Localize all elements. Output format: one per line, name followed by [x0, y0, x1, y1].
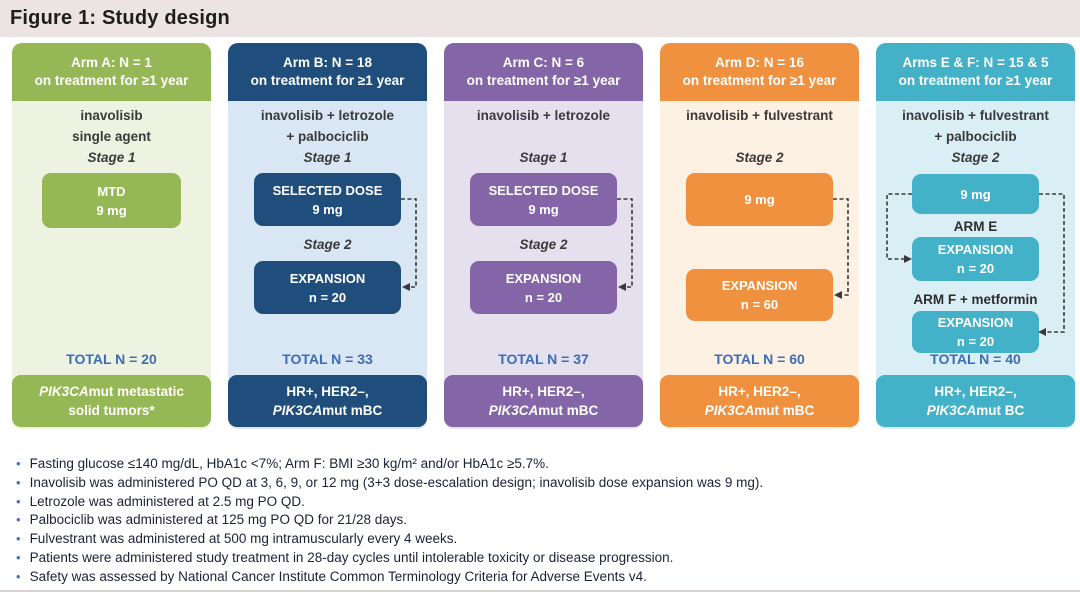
footnote-item: • Safety was assessed by National Cancer… [16, 568, 1066, 587]
arm-d-regimen: inavolisib + fulvestrant [686, 108, 833, 123]
arms-ef-population-footer: HR+, HER2–, PIK3CAmut BC [876, 375, 1075, 427]
arm-e-label: ARM E [953, 219, 998, 234]
arm-c-regimen: inavolisib + letrozole [476, 108, 611, 123]
arm-b-stage2-label: Stage 2 [303, 237, 352, 252]
arm-c-header: Arm C: N = 6 on treatment for ≥1 year [444, 43, 643, 101]
bullet-icon: • [16, 531, 21, 547]
arm-b-total: TOTAL N = 33 [282, 351, 373, 367]
arm-a-header-line1: Arm A: N = 1 [71, 55, 152, 70]
arm-f-expansion-box: EXPANSION n = 20 [912, 311, 1039, 353]
arms-ef-total: TOTAL N = 40 [930, 351, 1021, 367]
bullet-icon: • [16, 456, 21, 471]
arm-b-selected-dose-box: SELECTED DOSE 9 mg [254, 173, 401, 226]
arm-e-expansion-box: EXPANSION n = 20 [912, 237, 1039, 281]
arm-a-header: Arm A: N = 1 on treatment for ≥1 year [12, 43, 211, 101]
arms-ef-header: Arms E & F: N = 15 & 5 on treatment for … [876, 43, 1075, 101]
arms-ef-stage2-label: Stage 2 [951, 150, 1000, 165]
arm-b-regimen: inavolisib + letrozole + palbociclib [260, 108, 395, 144]
arm-b-header-line1: Arm B: N = 18 [283, 55, 372, 70]
arm-c-expansion-box: EXPANSION n = 20 [470, 261, 617, 314]
arm-a-regimen: inavolisib single agent [72, 108, 151, 144]
arm-d-dose-box: 9 mg [686, 173, 833, 226]
arm-d-header: Arm D: N = 16 on treatment for ≥1 year [660, 43, 859, 101]
arm-c-stage2-label: Stage 2 [519, 237, 568, 252]
arm-a-mtd-box: MTD 9 mg [42, 173, 181, 228]
arm-c-total: TOTAL N = 37 [498, 351, 589, 367]
arms-ef-column: Arms E & F: N = 15 & 5 on treatment for … [876, 43, 1075, 429]
arm-b-header-line2: on treatment for ≥1 year [250, 73, 405, 88]
arm-b-column: Arm B: N = 18 on treatment for ≥1 year i… [228, 43, 427, 429]
arm-d-column: Arm D: N = 16 on treatment for ≥1 year i… [660, 43, 859, 429]
arm-d-gene: PIK3CA [704, 403, 755, 418]
bullet-icon: • [16, 549, 21, 565]
arms-ef-gene: PIK3CA [926, 403, 977, 418]
arms-ef-dose-box: 9 mg [912, 174, 1039, 214]
bullet-icon: • [16, 474, 21, 490]
arm-b-population-footer: HR+, HER2–, PIK3CAmut mBC [228, 375, 427, 427]
arm-b-header: Arm B: N = 18 on treatment for ≥1 year [228, 43, 427, 101]
footnote-item: • Letrozole was administered at 2.5 mg P… [16, 493, 1066, 512]
arm-c-column: Arm C: N = 6 on treatment for ≥1 year in… [444, 43, 643, 429]
figure-title-bar: Figure 1: Study design [0, 0, 1080, 37]
footnote-item: • Inavolisib was administered PO QD at 3… [16, 474, 1066, 493]
arm-c-gene: PIK3CA [488, 403, 539, 418]
footnote-item: • Palbociclib was administered at 125 mg… [16, 511, 1066, 530]
arms-ef-header-line1: Arms E & F: N = 15 & 5 [902, 55, 1049, 70]
footnote-list: • Fasting glucose ≤140 mg/dL, HbA1c <7%;… [16, 455, 1066, 587]
bullet-icon: • [16, 512, 21, 528]
arms-ef-header-line2: on treatment for ≥1 year [898, 73, 1053, 88]
footnote-item: • Fasting glucose ≤140 mg/dL, HbA1c <7%;… [16, 455, 1066, 474]
arm-d-header-line1: Arm D: N = 16 [715, 55, 804, 70]
arm-d-header-line2: on treatment for ≥1 year [682, 73, 837, 88]
arm-d-stage2-label: Stage 2 [735, 150, 784, 165]
arm-c-selected-dose-box: SELECTED DOSE 9 mg [470, 173, 617, 226]
arm-f-label: ARM F + metformin [913, 292, 1038, 307]
arm-d-expansion-box: EXPANSION n = 60 [686, 269, 833, 321]
footnote-item: • Fulvestrant was administered at 500 mg… [16, 530, 1066, 549]
bullet-icon: • [16, 568, 21, 584]
study-design-diagram: Arm A: N = 1 on treatment for ≥1 year in… [0, 37, 1080, 429]
arm-a-header-line2: on treatment for ≥1 year [34, 73, 189, 88]
arms-ef-regimen: inavolisib + fulvestrant + palbociclib [902, 108, 1049, 144]
footnote-item: • Patients were administered study treat… [16, 549, 1066, 568]
arm-a-total: TOTAL N = 20 [66, 351, 157, 367]
arm-a-stage1-label: Stage 1 [87, 150, 136, 165]
arm-c-population-footer: HR+, HER2–, PIK3CAmut mBC [444, 375, 643, 427]
arm-b-expansion-box: EXPANSION n = 20 [254, 261, 401, 314]
figure-title: Figure 1: Study design [10, 7, 230, 29]
arm-c-header-line2: on treatment for ≥1 year [466, 73, 621, 88]
arm-b-gene: PIK3CA [272, 403, 323, 418]
arm-a-population-footer: PIK3CAmut metastatic solid tumors* [12, 375, 211, 427]
arm-d-population-footer: HR+, HER2–, PIK3CAmut mBC [660, 375, 859, 427]
arm-d-total: TOTAL N = 60 [714, 351, 805, 367]
arm-a-gene: PIK3CA [39, 384, 89, 399]
arm-c-stage1-label: Stage 1 [519, 150, 568, 165]
arm-a-column: Arm A: N = 1 on treatment for ≥1 year in… [12, 43, 211, 429]
bullet-icon: • [16, 493, 21, 509]
arm-b-stage1-label: Stage 1 [303, 150, 352, 165]
arm-c-header-line1: Arm C: N = 6 [502, 55, 585, 70]
